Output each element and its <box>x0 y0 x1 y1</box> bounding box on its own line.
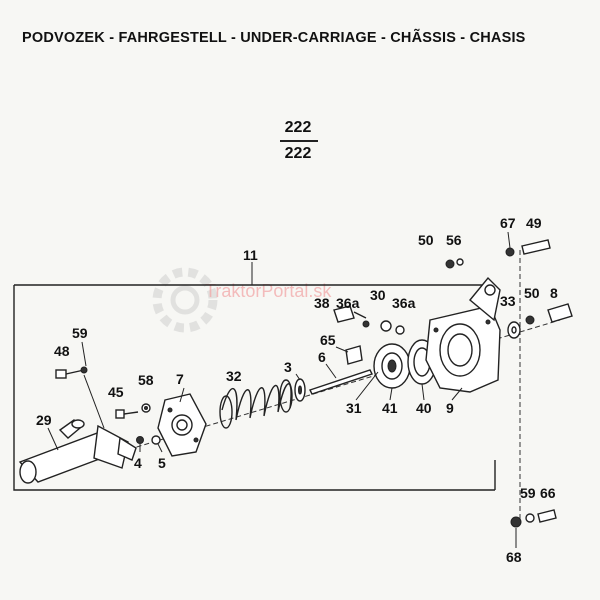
watermark-text: TraktorPortal.sk <box>205 281 332 301</box>
part-65-screw <box>345 345 363 365</box>
callout-65: 65 <box>320 332 336 348</box>
part-45-screw <box>115 409 139 419</box>
part-5-washer <box>151 435 161 445</box>
part-48-bolt <box>55 369 85 379</box>
part-50-nut-right <box>525 315 535 325</box>
part-66-bolt <box>537 509 557 523</box>
page-number-bottom: 222 <box>284 145 312 162</box>
callout-29: 29 <box>36 412 52 428</box>
callout-41: 41 <box>382 400 398 416</box>
callout-6: 6 <box>318 349 326 365</box>
callout-36a-first: 36a <box>336 295 360 311</box>
callout-59-bottom: 59 <box>520 485 536 501</box>
part-30-fitting <box>380 320 392 332</box>
callout-32: 32 <box>226 368 242 384</box>
callout-45: 45 <box>108 384 124 400</box>
part-59-washer-left <box>80 366 88 374</box>
callout-11: 11 <box>243 247 258 263</box>
assembly-outline <box>13 284 495 491</box>
page-number-top: 222 <box>284 119 312 136</box>
part-6-push-rod <box>309 369 373 395</box>
callout-66: 66 <box>540 485 556 501</box>
callout-56: 56 <box>446 232 462 248</box>
page-title: PODVOZEK - FAHRGESTELL - UNDER-CARRIAGE … <box>22 30 526 46</box>
callout-labels: 11 50 56 67 49 38 36a 30 36a 33 50 8 59 … <box>36 215 558 565</box>
part-9-housing <box>425 276 501 393</box>
callout-4: 4 <box>134 455 142 471</box>
callout-50-top: 50 <box>418 232 434 248</box>
part-50-nut-top <box>445 259 455 269</box>
callout-31: 31 <box>346 400 362 416</box>
watermark: TraktorPortal.sk <box>152 267 332 333</box>
part-32-spring <box>219 379 293 429</box>
gear-logo-icon <box>152 267 218 333</box>
callout-30: 30 <box>370 287 386 303</box>
callout-38: 38 <box>314 295 330 311</box>
part-3-seal <box>294 378 306 402</box>
part-49-bolt <box>521 239 551 255</box>
part-8-bushing <box>547 303 573 323</box>
callout-7: 7 <box>176 371 184 387</box>
callout-68: 68 <box>506 549 522 565</box>
callout-5: 5 <box>158 455 166 471</box>
part-41-bearing <box>373 343 411 389</box>
part-58-washer <box>141 403 151 413</box>
callout-9: 9 <box>446 400 454 416</box>
part-36a-washer-b <box>395 325 405 335</box>
part-29-cylinder <box>18 419 137 484</box>
page-number-divider <box>280 140 318 142</box>
part-4-nut <box>136 436 144 444</box>
leader-59-left <box>81 341 87 367</box>
callout-49: 49 <box>526 215 542 231</box>
callout-59-left: 59 <box>72 325 88 341</box>
callout-67: 67 <box>500 215 516 231</box>
callout-48: 48 <box>54 343 70 359</box>
callout-8: 8 <box>550 285 558 301</box>
part-38-fitting <box>333 305 367 323</box>
part-33-ring <box>507 321 521 339</box>
part-68-nut <box>510 516 522 528</box>
callout-40: 40 <box>416 400 432 416</box>
callout-50-right: 50 <box>524 285 540 301</box>
part-59-washer-bottom <box>525 513 535 523</box>
callout-33: 33 <box>500 293 516 309</box>
callout-leaders <box>47 231 517 548</box>
callout-58: 58 <box>138 372 154 388</box>
part-67-nut <box>505 247 515 257</box>
part-7-flange <box>157 393 207 457</box>
leader-59-down <box>83 374 105 429</box>
callout-36a-second: 36a <box>392 295 416 311</box>
part-36a-washer-a <box>362 320 370 328</box>
part-56-washer-top <box>456 258 464 266</box>
callout-3: 3 <box>284 359 292 375</box>
